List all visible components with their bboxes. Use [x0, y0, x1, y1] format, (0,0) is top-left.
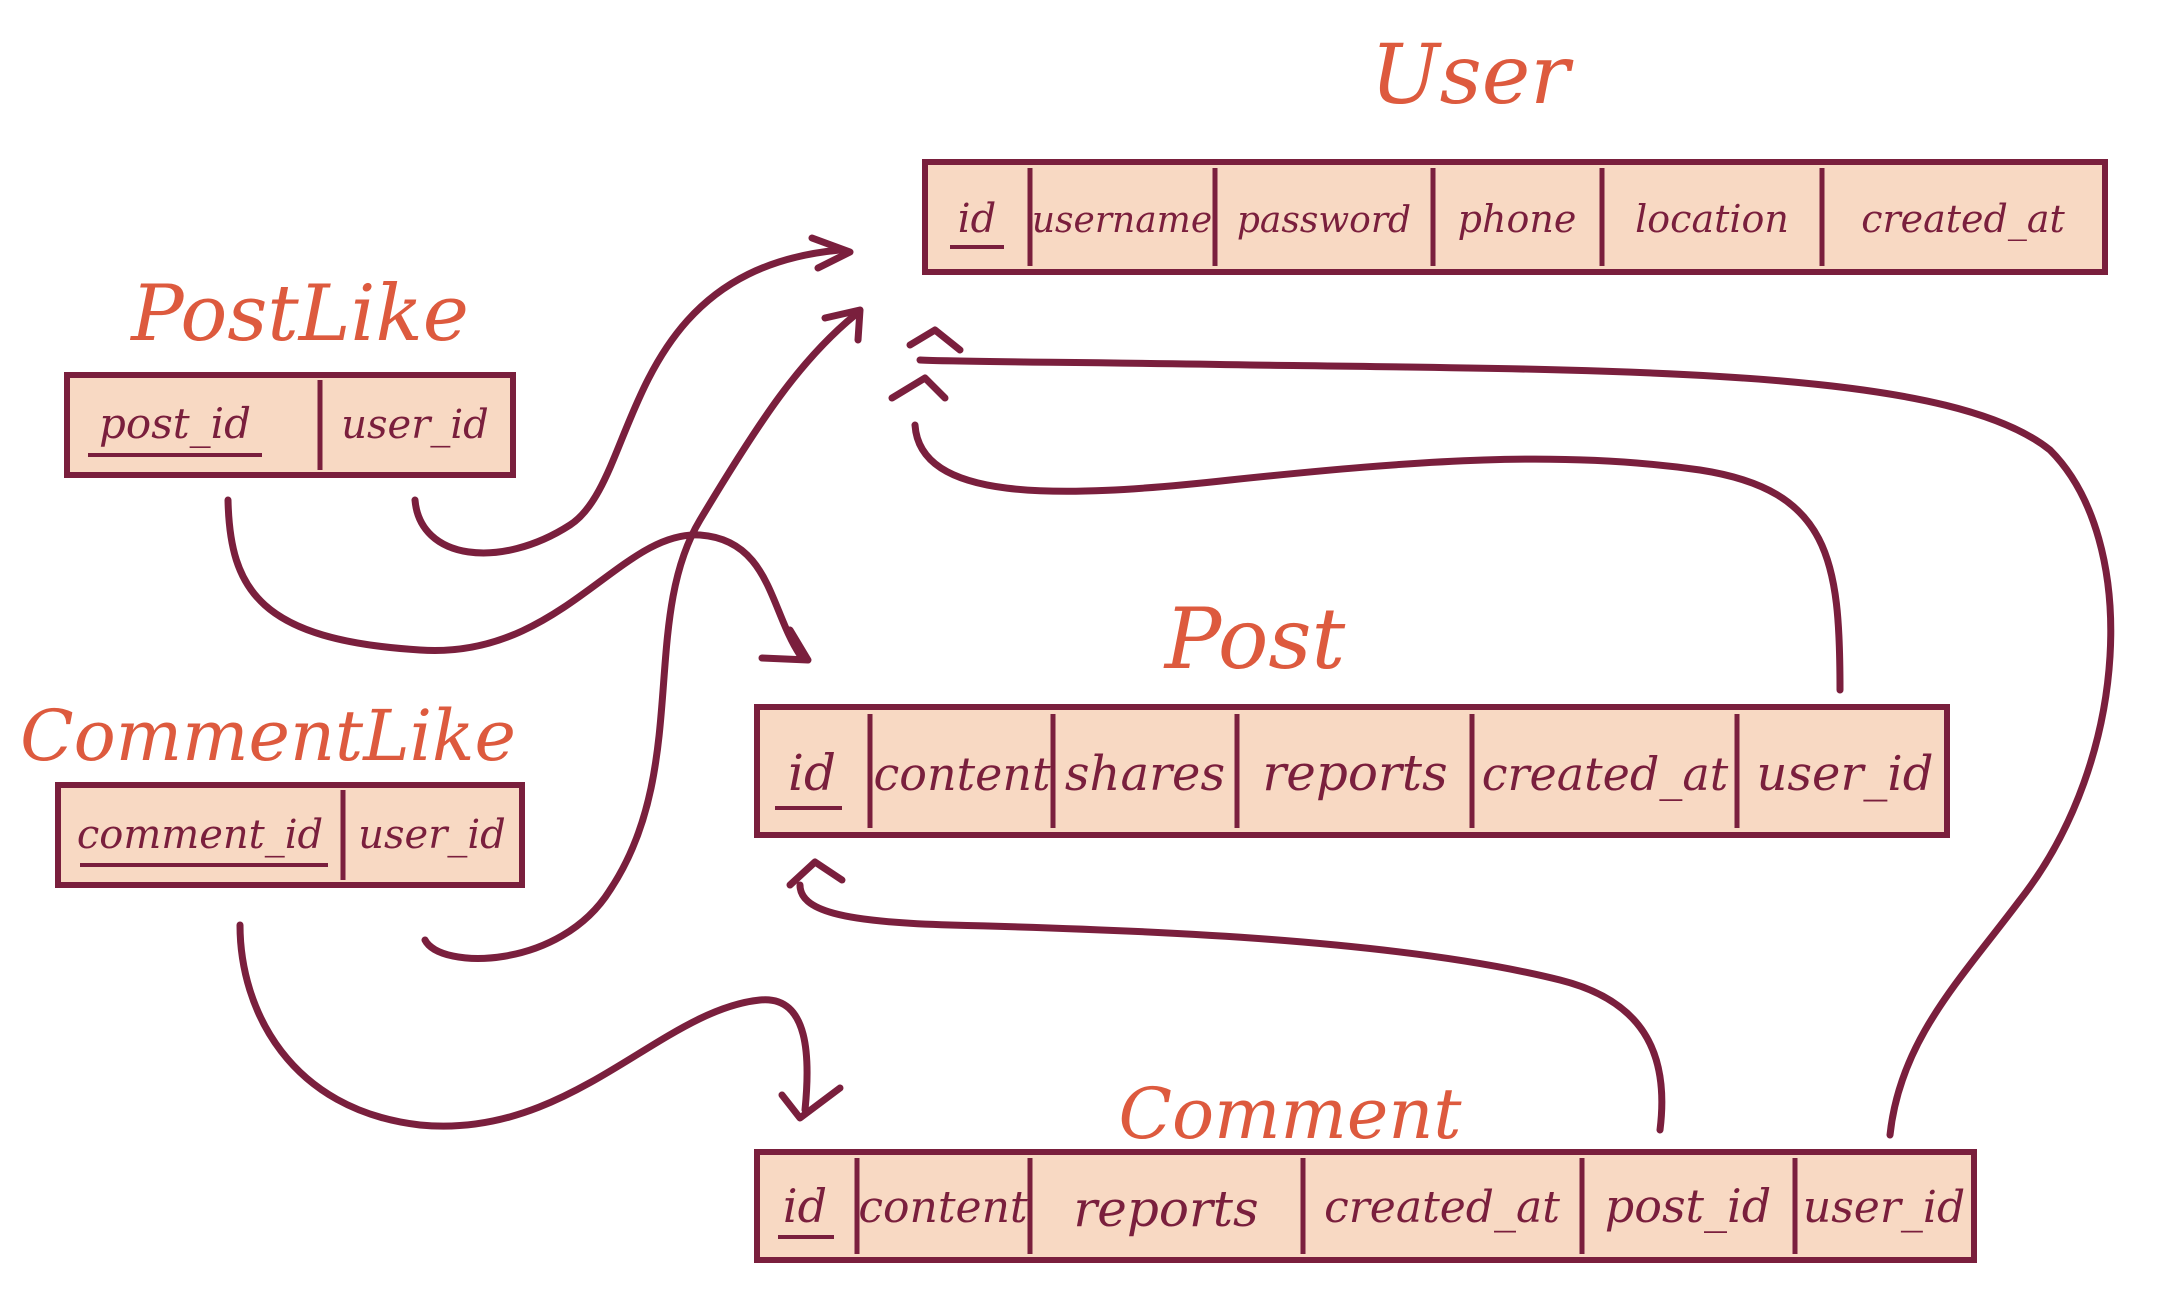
field-post-content: content	[874, 747, 1051, 801]
table-box-postlike	[64, 372, 516, 478]
arrow-comment-user-to-user	[916, 356, 2115, 1139]
field-comment-created-at: created_at	[1324, 1182, 1560, 1233]
field-comment-user-id: user_id	[1803, 1182, 1965, 1233]
table-title-postlike: PostLike	[129, 269, 469, 359]
arrow-postlike-post-to-post	[224, 496, 804, 659]
arrowhead-commentlike-comment	[778, 1084, 844, 1122]
table-box-users	[922, 159, 2108, 275]
field-post-user-id: user_id	[1757, 746, 1934, 802]
field-post-id: id	[788, 744, 836, 802]
table-title-comment: Comment	[1118, 1073, 1462, 1155]
arrowhead-postlike-user	[808, 234, 854, 272]
arrow-comment-post-to-post	[796, 881, 1666, 1134]
field-comment-reports: reports	[1073, 1180, 1258, 1238]
table-box-comment	[754, 1149, 1977, 1263]
table-comment[interactable]: Comment id content reports created_at po…	[754, 1073, 1977, 1263]
field-post-created-at: created_at	[1482, 747, 1729, 801]
table-title-users: User	[1371, 28, 1575, 123]
table-title-post: Post	[1163, 590, 1346, 688]
field-users-username: username	[1032, 200, 1212, 241]
table-commentlike[interactable]: CommentLike comment_id user_id	[20, 695, 525, 888]
field-post-reports: reports	[1262, 744, 1447, 802]
field-users-id: id	[958, 196, 996, 242]
field-commentlike-comment-id: comment_id	[77, 812, 323, 858]
table-postlike[interactable]: PostLike post_id user_id	[64, 269, 516, 478]
field-users-created-at: created_at	[1861, 197, 2065, 242]
field-commentlike-user-id: user_id	[358, 812, 505, 858]
table-title-commentlike: CommentLike	[20, 695, 516, 777]
arrow-commentlike-user-to-user	[421, 311, 859, 962]
arrowhead-commentlike-user	[821, 306, 864, 344]
field-users-location: location	[1635, 197, 1789, 241]
field-users-password: password	[1237, 200, 1411, 241]
table-post[interactable]: Post id content shares reports created_a…	[754, 590, 1950, 838]
table-box-commentlike	[55, 782, 525, 888]
field-post-shares: shares	[1065, 746, 1225, 802]
field-postlike-user-id: user_id	[341, 402, 488, 448]
arrowhead-postlike-post	[758, 626, 812, 664]
arrowhead-comment-user	[906, 326, 964, 354]
field-comment-id: id	[783, 1179, 827, 1233]
arrow-commentlike-comment-to-comment	[236, 921, 811, 1130]
field-users-phone: phone	[1458, 197, 1577, 241]
field-postlike-post-id: post_id	[99, 399, 251, 448]
table-users[interactable]: User id username password phone location…	[922, 28, 2108, 275]
relationship-arrows	[224, 234, 2115, 1139]
field-comment-post-id: post_id	[1605, 1179, 1771, 1233]
arrow-postlike-user-to-user	[411, 246, 844, 557]
table-box-post	[754, 704, 1950, 838]
arrowhead-comment-post	[786, 858, 846, 889]
arrow-post-user-to-user	[911, 421, 1844, 694]
field-comment-content: content	[858, 1182, 1028, 1233]
arrowhead-post-user	[888, 374, 949, 402]
